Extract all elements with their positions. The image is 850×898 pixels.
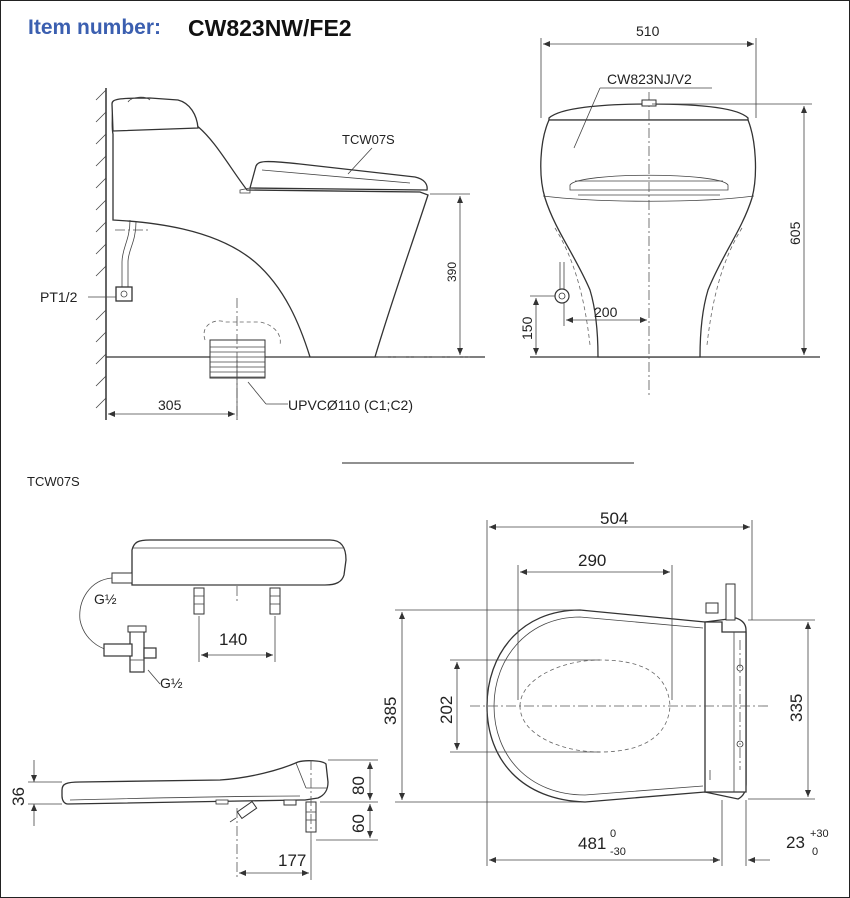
fitting-left (193, 587, 205, 615)
front-height-dim: 605 (787, 221, 803, 245)
hinge-width-dim: 335 (787, 694, 806, 722)
side-view: TCW07S PT1/2 UPVCØ110 (C1;C2) 390 (40, 88, 485, 420)
overall-length-dim: 504 (600, 509, 628, 528)
fit-tol-lower: -30 (610, 846, 626, 858)
t-valve (103, 625, 157, 673)
front-bowl (540, 119, 757, 358)
fitting-top-label: G½ (94, 591, 117, 607)
seat-height-lower-dim: 60 (349, 814, 368, 833)
fit-tol-upper: 0 (610, 828, 616, 840)
drain-outlet (203, 298, 281, 420)
tank-model-label: CW823NJ/V2 (607, 71, 692, 87)
seat-width-dim: 385 (381, 697, 400, 725)
offset-tol-upper: +30 (810, 828, 829, 840)
seat-plan: 504 290 385 202 335 481 0 -30 23 +30 0 (381, 509, 829, 866)
item-number-value: CW823NW/FE2 (188, 15, 352, 41)
seat-model-label: TCW07S (342, 132, 395, 147)
seat-height-upper-dim: 80 (349, 776, 368, 795)
offset-dim: 23 (786, 833, 805, 852)
seat-elevation: G½ G½ 140 (79, 539, 347, 691)
supply-offset-dim: 200 (594, 304, 618, 320)
supply-valve (115, 286, 133, 302)
fitting-spacing-dim: 140 (219, 630, 247, 649)
side-height-dim: 390 (445, 262, 459, 282)
seat-side (249, 160, 428, 191)
drain-label: UPVCØ110 (C1;C2) (288, 397, 413, 413)
inner-length-dim: 290 (578, 551, 606, 570)
seat-thickness-dim: 36 (9, 787, 28, 806)
front-view: 510 CW823NJ/V2 605 150 200 (519, 23, 820, 395)
supply-height-dim: 150 (519, 316, 535, 340)
offset-tol-lower: 0 (812, 846, 818, 858)
fitting-right (269, 587, 281, 615)
tank-lid (111, 97, 199, 132)
side-wall-dim: 305 (158, 397, 182, 413)
seat-opening (519, 659, 671, 753)
fitting-bottom-label: G½ (160, 675, 183, 691)
seat-section: 36 80 60 177 (9, 759, 378, 880)
inner-width-dim: 202 (437, 696, 456, 724)
seat-rear-dim: 177 (278, 851, 306, 870)
fit-length-dim: 481 (578, 834, 606, 853)
front-width-dim: 510 (636, 23, 660, 39)
item-number-label: Item number: (28, 16, 161, 39)
supply-fitting-label: PT1/2 (40, 289, 78, 305)
seat-section-title: TCW07S (27, 474, 80, 489)
wall-hatch (95, 89, 107, 409)
